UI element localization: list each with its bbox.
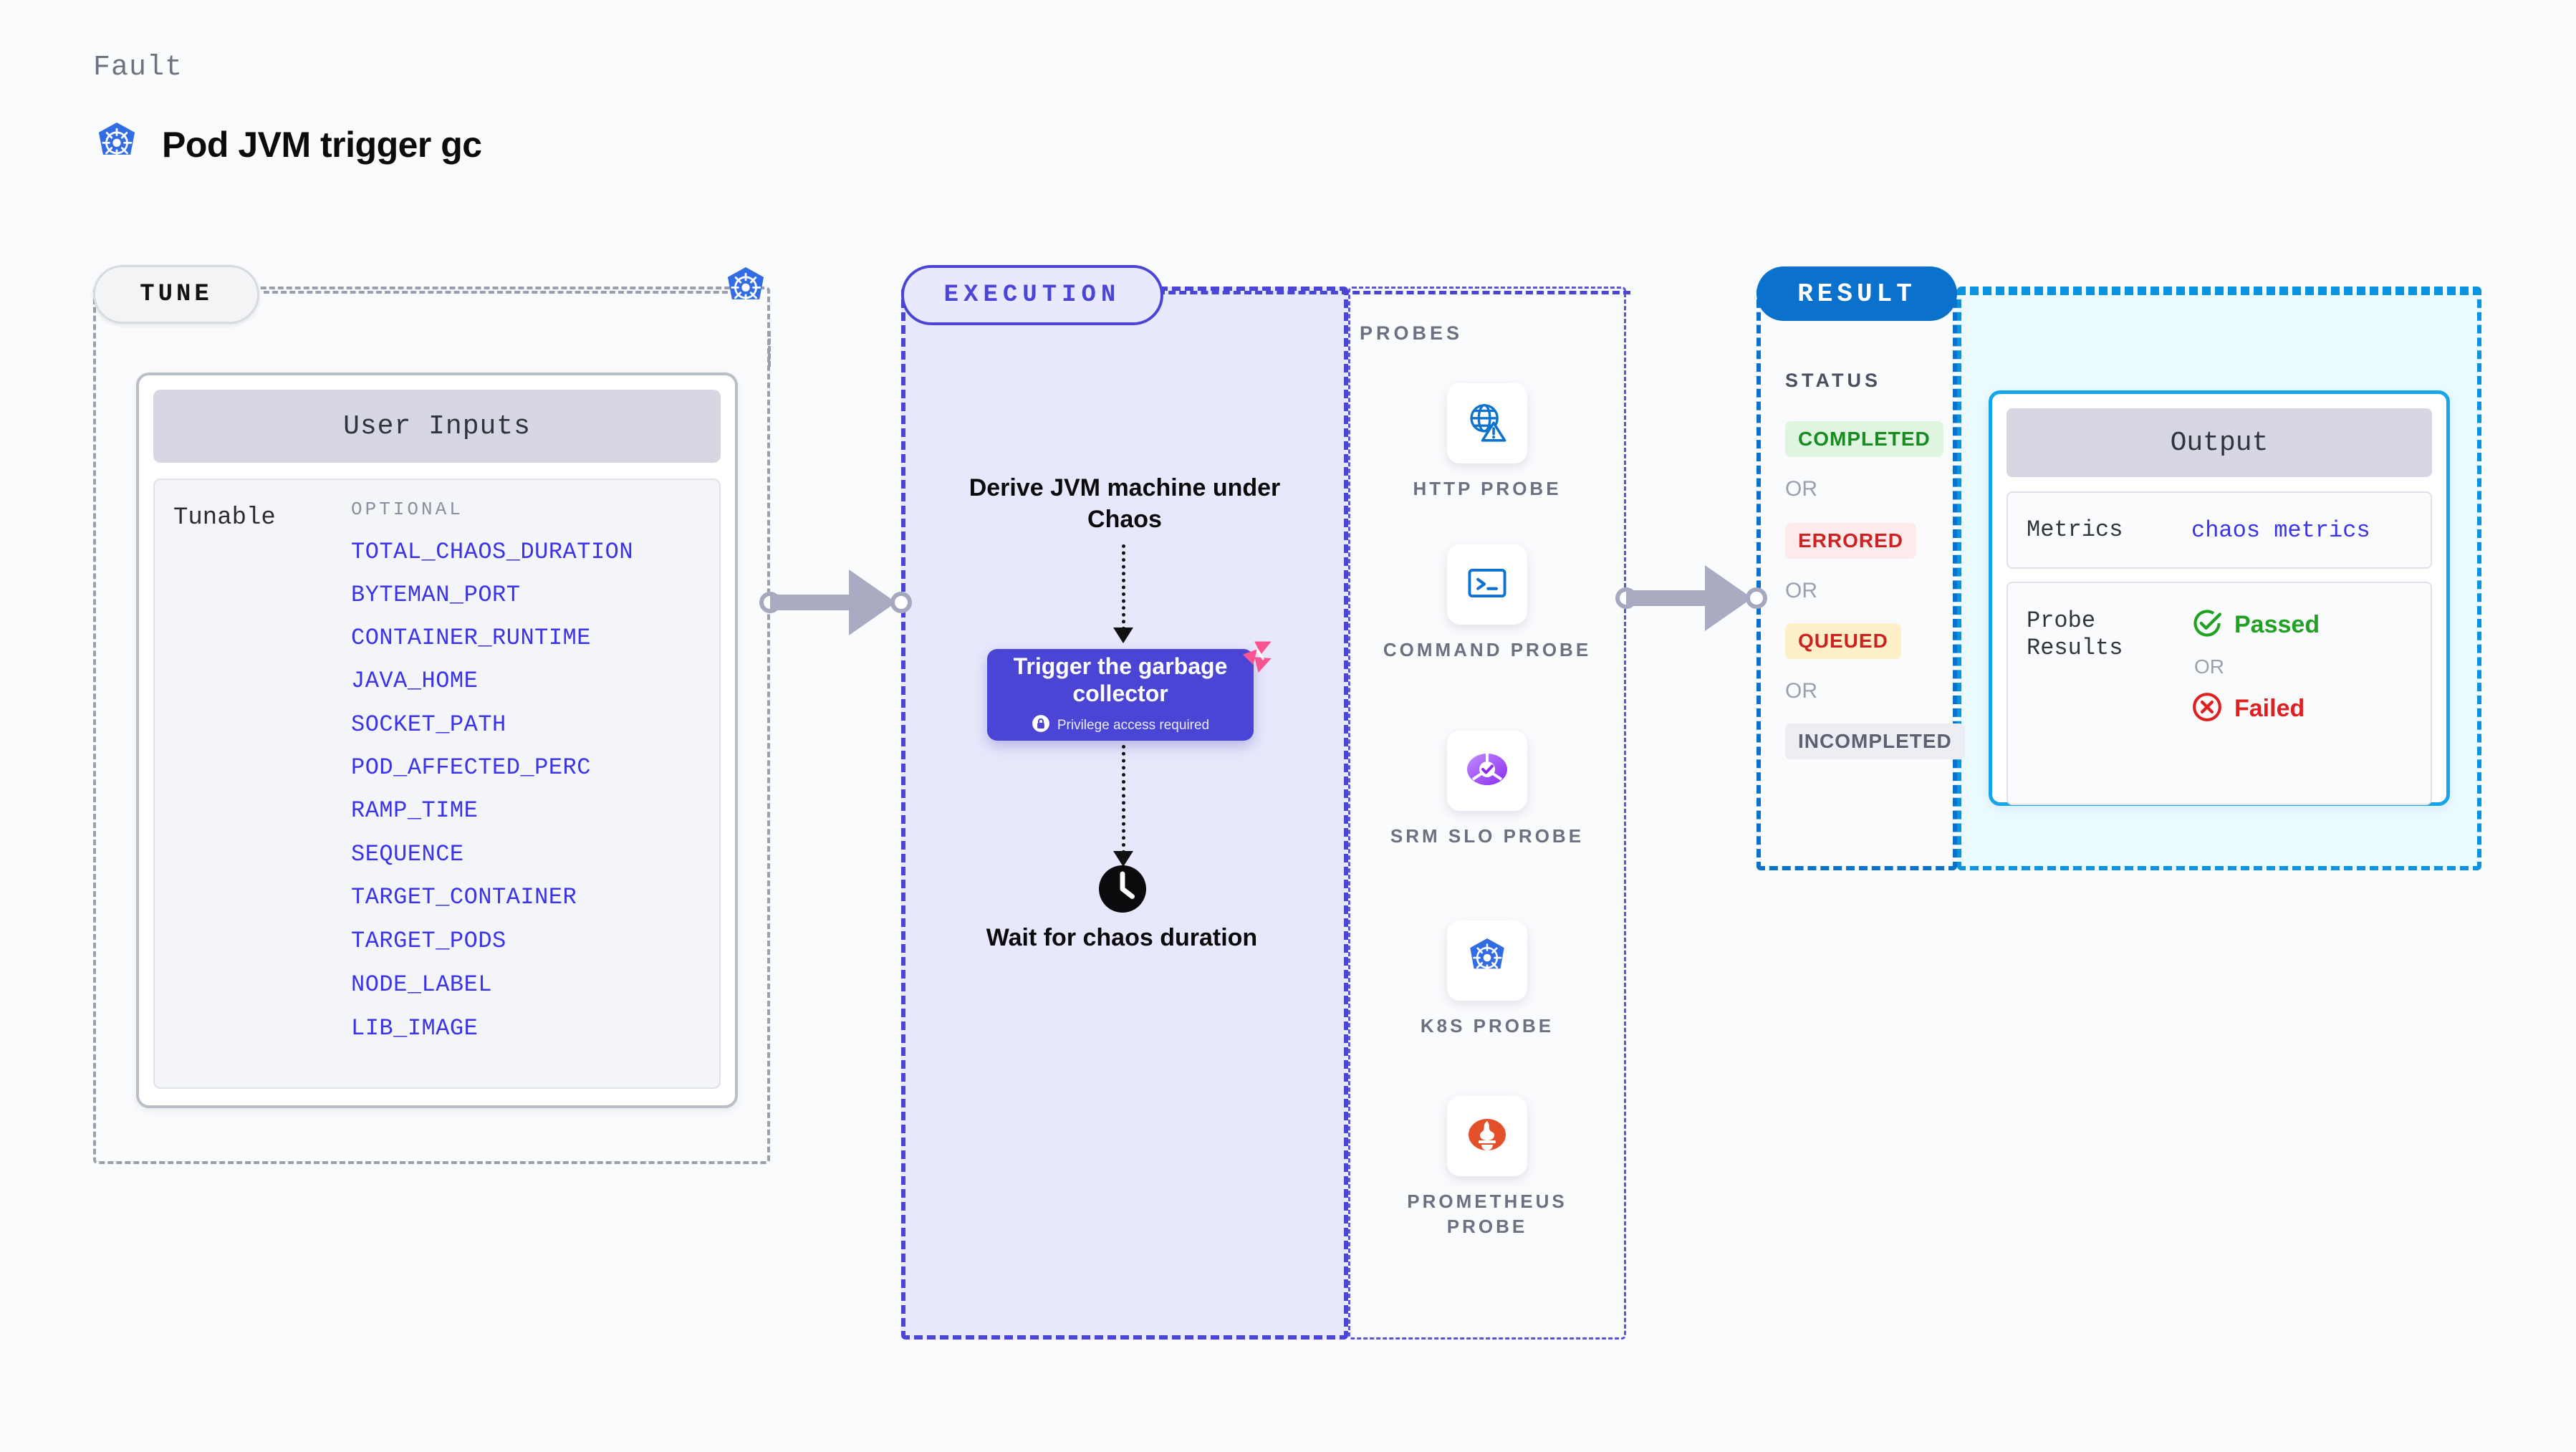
optional-label: OPTIONAL (351, 499, 463, 520)
or-label: OR (1785, 477, 1817, 501)
probe-http[interactable]: HTTP PROBE (1380, 383, 1595, 501)
trigger-gc-title: Trigger the garbage collector (1013, 653, 1228, 706)
probe-result-passed: Passed (2191, 607, 2412, 643)
tunable-item[interactable]: SEQUENCE (351, 841, 464, 867)
privilege-badge: Privilege access required (1032, 714, 1209, 736)
output-card: Output Metrics chaos metrics Probe Resul… (1989, 390, 2450, 806)
probe-label: HTTP PROBE (1413, 478, 1562, 499)
tune-dashed-connector (264, 291, 745, 294)
tunable-item[interactable]: CONTAINER_RUNTIME (351, 625, 591, 651)
x-circle-icon (2191, 691, 2223, 726)
harness-logo-icon (1235, 638, 1277, 683)
user-inputs-card: User Inputs Tunable OPTIONAL TOTAL_CHAOS… (136, 372, 738, 1108)
tunable-item[interactable]: RAMP_TIME (351, 797, 479, 824)
tunable-item[interactable]: TARGET_PODS (351, 928, 506, 954)
probe-prometheus[interactable]: PROMETHEUS PROBE (1380, 1096, 1595, 1239)
flow-arrow-head (1113, 851, 1133, 867)
page-title: Pod JVM trigger gc (162, 125, 482, 165)
probe-label: COMMAND PROBE (1383, 639, 1592, 660)
terminal-icon (1465, 561, 1509, 609)
tunable-item[interactable]: TOTAL_CHAOS_DURATION (351, 539, 634, 565)
status-badge-errored: ERRORED (1785, 523, 1917, 559)
kubernetes-icon (93, 120, 140, 169)
tunable-box: Tunable OPTIONAL TOTAL_CHAOS_DURATION BY… (153, 479, 721, 1089)
probe-label: K8S PROBE (1420, 1015, 1554, 1037)
page-title-row: Pod JVM trigger gc (93, 120, 482, 169)
connector-end-dot (890, 592, 912, 613)
tunable-item[interactable]: POD_AFFECTED_PERC (351, 754, 591, 781)
execution-step-derive: Derive JVM machine under Chaos (969, 474, 1281, 533)
probe-srm-slo[interactable]: SRM SLO PROBE (1380, 731, 1595, 849)
connector-arrowhead (1705, 565, 1752, 631)
probe-result-failed-label: Failed (2234, 695, 2305, 722)
result-dashed-connector (1957, 291, 2481, 295)
metrics-value-link[interactable]: chaos metrics (2191, 516, 2370, 544)
probe-command[interactable]: COMMAND PROBE (1380, 544, 1595, 663)
or-label: OR (1785, 579, 1817, 602)
tunable-item[interactable]: BYTEMAN_PORT (351, 582, 521, 608)
page-eyebrow: Fault (93, 52, 183, 84)
tunable-item[interactable]: TARGET_CONTAINER (351, 884, 577, 910)
probe-label: SRM SLO PROBE (1390, 825, 1585, 847)
probe-results-row: Probe Results Passed OR (2007, 582, 2432, 805)
probe-icon-box (1447, 544, 1527, 625)
metrics-row: Metrics chaos metrics (2007, 491, 2432, 569)
privilege-badge-text: Privilege access required (1057, 717, 1210, 733)
status-badge-completed: COMPLETED (1785, 421, 1943, 457)
probe-results-values: Passed OR Failed (2191, 607, 2412, 779)
tune-panel (93, 287, 770, 1164)
connector-end-dot (1746, 587, 1767, 609)
status-badge-incompleted: INCOMPLETED (1785, 723, 1965, 759)
check-circle-icon (2191, 607, 2223, 643)
or-label: OR (2194, 655, 2224, 678)
execution-step-wait: Wait for chaos duration (986, 924, 1258, 951)
metrics-key: Metrics (2027, 516, 2123, 543)
tune-section-pill[interactable]: TUNE (93, 265, 259, 324)
kubernetes-icon (1464, 936, 1511, 986)
flow-arrow-shaft (1122, 544, 1125, 630)
result-section-pill[interactable]: RESULT (1756, 266, 1957, 321)
or-label: OR (1785, 679, 1817, 703)
user-inputs-header: User Inputs (153, 390, 721, 463)
output-header: Output (2007, 408, 2432, 477)
probe-icon-box (1447, 920, 1527, 1001)
clock-icon (1097, 863, 1148, 918)
probe-icon-box (1447, 1096, 1527, 1176)
kubernetes-icon (722, 265, 769, 314)
tunable-item[interactable]: JAVA_HOME (351, 668, 479, 694)
probe-icon-box (1447, 383, 1527, 463)
probe-icon-box (1447, 731, 1527, 811)
status-title: STATUS (1785, 370, 1881, 391)
probes-title: PROBES (1360, 322, 1464, 344)
execution-dashed-connector (1158, 291, 1630, 294)
trigger-gc-card[interactable]: Trigger the garbage collector Privilege … (987, 649, 1254, 741)
tunable-item[interactable]: NODE_LABEL (351, 971, 493, 998)
tunable-list: OPTIONAL TOTAL_CHAOS_DURATION BYTEMAN_PO… (351, 499, 709, 1087)
probe-label: PROMETHEUS PROBE (1407, 1191, 1567, 1238)
tunable-item[interactable]: LIB_IMAGE (351, 1015, 479, 1042)
lock-icon (1032, 714, 1050, 736)
flow-arrow-shaft (1122, 745, 1125, 854)
execution-section-pill[interactable]: EXECUTION (901, 265, 1163, 325)
srm-slo-icon (1464, 751, 1510, 792)
status-badge-queued: QUEUED (1785, 623, 1901, 659)
probe-result-failed: Failed (2191, 691, 2412, 726)
tunable-group-label: Tunable (173, 504, 276, 532)
flow-arrow-head (1113, 628, 1133, 643)
probe-k8s[interactable]: K8S PROBE (1380, 920, 1595, 1039)
connector-arrowhead (849, 569, 896, 635)
prometheus-icon (1464, 1115, 1510, 1158)
tunable-item[interactable]: SOCKET_PATH (351, 711, 506, 738)
globe-warning-icon (1465, 400, 1509, 448)
probe-results-key: Probe Results (2027, 607, 2123, 662)
probe-result-passed-label: Passed (2234, 611, 2320, 638)
tune-dashed-stem (768, 331, 771, 367)
